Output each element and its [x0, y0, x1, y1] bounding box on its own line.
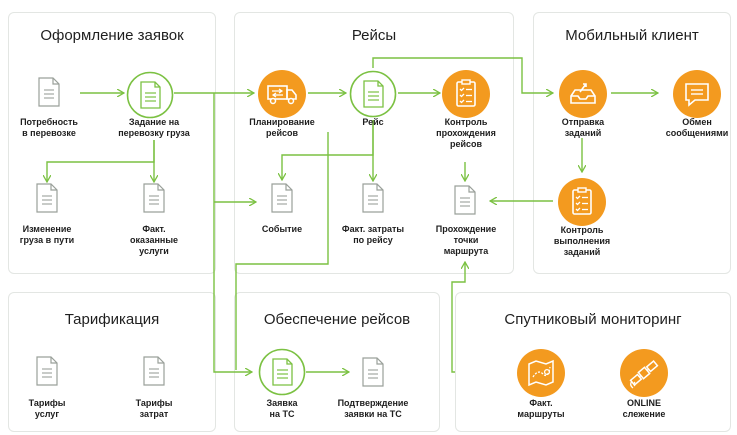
label-need: Потребность в перевозке [20, 117, 78, 138]
panel-title-satellite: Спутниковый мониторинг [504, 311, 682, 328]
node-cargo-change[interactable] [36, 183, 58, 213]
label-event: Событие [261, 224, 303, 234]
label-task: Задание на перевозку груза [118, 117, 190, 138]
label-vehicle-request: Заявка на ТС [266, 398, 298, 419]
label-planning: Планирование рейсов [249, 117, 315, 138]
panel-title-orders: Оформление заявок [40, 27, 184, 44]
node-online-tracking[interactable] [620, 349, 668, 397]
node-need[interactable] [38, 77, 60, 107]
node-send-tasks[interactable] [559, 70, 607, 118]
truck-icon [258, 70, 306, 118]
label-send-tasks: Отправка заданий [561, 117, 605, 138]
document-icon [143, 183, 165, 213]
node-service-tariffs[interactable] [36, 356, 58, 386]
clipboard-icon [558, 178, 606, 226]
satellite-icon [620, 349, 668, 397]
document-icon [36, 356, 58, 386]
label-fact-costs: Факт. затраты по рейсу [341, 224, 405, 245]
node-trip[interactable] [349, 70, 397, 118]
node-route-point[interactable] [454, 185, 476, 215]
document-icon [362, 357, 384, 387]
document-circle-icon [349, 70, 397, 118]
panel-title-tariffs: Тарификация [64, 311, 160, 328]
panel-trips: Рейсы [234, 12, 514, 274]
document-icon [271, 183, 293, 213]
node-vehicle-request[interactable] [258, 348, 306, 396]
node-fact-routes[interactable] [517, 349, 565, 397]
panel-satellite: Спутниковый мониторинг [455, 292, 731, 432]
label-fact-services: Факт. оказанные услуги [129, 224, 179, 256]
arrow-trip-to-send [372, 57, 553, 93]
panel-tariffs: Тарификация [8, 292, 216, 432]
label-route-point: Прохождение точки маршрута [435, 224, 497, 256]
arrow-task-to-vehicle-request [213, 93, 252, 372]
clipboard-icon [442, 70, 490, 118]
document-icon [454, 185, 476, 215]
arrow-task-to-cargo-change [47, 140, 155, 182]
node-event[interactable] [271, 183, 293, 213]
node-request-confirm[interactable] [362, 357, 384, 387]
document-icon [36, 183, 58, 213]
node-planning[interactable] [258, 70, 306, 118]
arrow-satellite-to-route-point [451, 262, 465, 373]
map-icon [517, 349, 565, 397]
message-icon [673, 70, 721, 118]
label-request-confirm: Подтверждение заявки на ТС [337, 398, 409, 419]
panel-title-supply: Обеспечение рейсов [263, 311, 411, 328]
label-messages: Обмен сообщениями [665, 117, 729, 138]
document-circle-icon [258, 348, 306, 396]
label-cargo-change: Изменение груза в пути [19, 224, 75, 245]
document-icon [38, 77, 60, 107]
document-icon [362, 183, 384, 213]
node-task[interactable] [126, 71, 174, 119]
label-fact-routes: Факт. маршруты [517, 398, 565, 419]
node-control-trips[interactable] [442, 70, 490, 118]
document-icon [143, 356, 165, 386]
panel-title-mobile: Мобильный клиент [565, 27, 699, 44]
panel-orders: Оформление заявок [8, 12, 216, 274]
label-control-trips: Контроль прохождения рейсов [436, 117, 496, 149]
label-control-tasks: Контроль выполнения заданий [553, 225, 611, 257]
node-messages[interactable] [673, 70, 721, 118]
document-circle-icon [126, 71, 174, 119]
arrow-trip-to-vehicle-request [235, 132, 329, 370]
label-online-tracking: ONLINE слежение [622, 398, 666, 419]
label-cost-tariffs: Тарифы затрат [135, 398, 173, 419]
node-control-tasks[interactable] [558, 178, 606, 226]
panel-title-trips: Рейсы [351, 27, 397, 44]
node-fact-costs[interactable] [362, 183, 384, 213]
panel-mobile: Мобильный клиент [533, 12, 731, 274]
label-trip: Рейс [362, 117, 384, 127]
node-fact-services[interactable] [143, 183, 165, 213]
node-cost-tariffs[interactable] [143, 356, 165, 386]
inbox-icon [559, 70, 607, 118]
label-service-tariffs: Тарифы услуг [28, 398, 66, 419]
